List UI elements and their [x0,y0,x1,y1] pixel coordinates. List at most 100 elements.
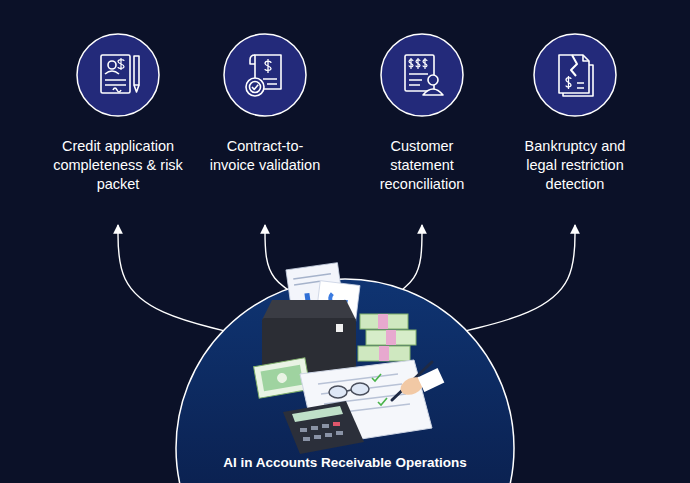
hub-circle: AI in Accounts Receivable Operations [175,278,515,483]
money-stack [358,346,410,361]
briefcase-flap [262,300,356,320]
bill [261,365,304,392]
money-band [379,346,389,361]
money-stack [360,314,408,329]
dollar-symbols [409,58,427,69]
briefcase-clasp [336,324,343,332]
clipboard-document [300,360,432,446]
text-lines [577,83,584,88]
cash-envelope [254,358,311,399]
text-lines [105,80,126,85]
badge-ring [250,82,261,93]
glasses-lens [329,386,347,398]
text-lines [263,79,277,84]
calculator-key [300,428,307,432]
signature-mark [113,88,121,92]
connector-arrow [467,225,575,331]
icon-circle [381,34,463,116]
dollar-symbol [566,76,571,89]
use-case-node: Customer statement reconciliation [337,33,507,225]
contract-icon [246,55,281,96]
text-group: Credit application completeness & risk p… [48,137,188,194]
briefcase-body [262,318,356,372]
pen [392,362,432,400]
calculator-body [283,401,364,454]
donut-chart [329,290,347,308]
use-case-node: Contract-to-invoice validation [180,33,350,225]
connector-arrow [118,225,223,331]
use-case-node: Credit application completeness & risk p… [33,33,203,225]
pen-tip [134,85,139,92]
text-group: Contract-to-invoice validation [206,137,324,175]
dollar-symbol [118,58,124,70]
money-stacks [358,314,416,361]
hub-outline [176,279,514,483]
connector-arrow [265,225,287,289]
chart-bar [314,302,320,313]
document-lines [318,374,410,414]
node-label: Contract-to-invoice validation [206,137,324,175]
bankruptcy-icon [559,55,593,96]
scroll-roll [250,55,255,64]
icon-shape [33,33,203,117]
text-lines [293,274,331,285]
text-group: AI in Accounts Receivable Operations [175,454,515,472]
glasses [329,383,369,398]
glasses-bridge [347,390,351,391]
crack-line [571,55,577,76]
folded-corner [583,55,589,61]
chart-bar [304,293,312,314]
icon-circle [534,34,616,116]
document-shape [405,55,434,91]
dollar-symbol [416,58,420,69]
calculator-key [336,431,343,435]
dollar-symbol [409,58,413,69]
check-marks [372,374,387,405]
hub-label: AI in Accounts Receivable Operations [175,454,515,472]
chart-bar [297,300,304,315]
application-icon [101,55,139,93]
person-head [428,75,438,85]
calculator-key [325,433,332,437]
icon-shape [490,33,660,117]
node-label: Customer statement reconciliation [367,137,477,194]
node-label: Credit application completeness & risk p… [48,137,188,194]
back-sheet [563,65,593,96]
document-shape [101,55,130,93]
text-group: Bankruptcy and legal restriction detecti… [513,137,638,194]
document-shape [255,55,281,89]
person-shoulders [105,71,119,74]
text-group: Customer statement reconciliation [367,137,477,194]
chart-sheet [315,281,360,332]
envelope [254,358,311,399]
use-case-node: Bankruptcy and legal restriction detecti… [490,33,660,225]
check-mark [252,85,258,90]
finance-illustration [254,263,445,454]
hub-shape [175,278,515,483]
shirt-cuff [418,368,445,392]
statement-icon [405,55,443,95]
dollar-symbol [265,59,271,73]
calculator-key [303,437,310,441]
glasses-lens [351,383,369,395]
calculator-keys [300,422,343,441]
person-head [108,61,116,69]
pen-body [134,56,139,85]
icon-circle [224,34,306,116]
connector-arrow [403,225,422,289]
money-band [386,330,396,345]
person-body [423,89,443,95]
approval-badge [246,78,264,96]
paper [286,263,346,334]
icon-circle [77,34,159,116]
dollar-symbol [423,58,427,69]
money-stack [366,330,416,345]
document-shape [559,55,589,93]
node-label: Bankruptcy and legal restriction detecti… [513,137,638,194]
calculator-key [311,426,318,430]
calculator-key [333,422,340,426]
money-band [378,314,388,329]
paper [315,281,360,332]
